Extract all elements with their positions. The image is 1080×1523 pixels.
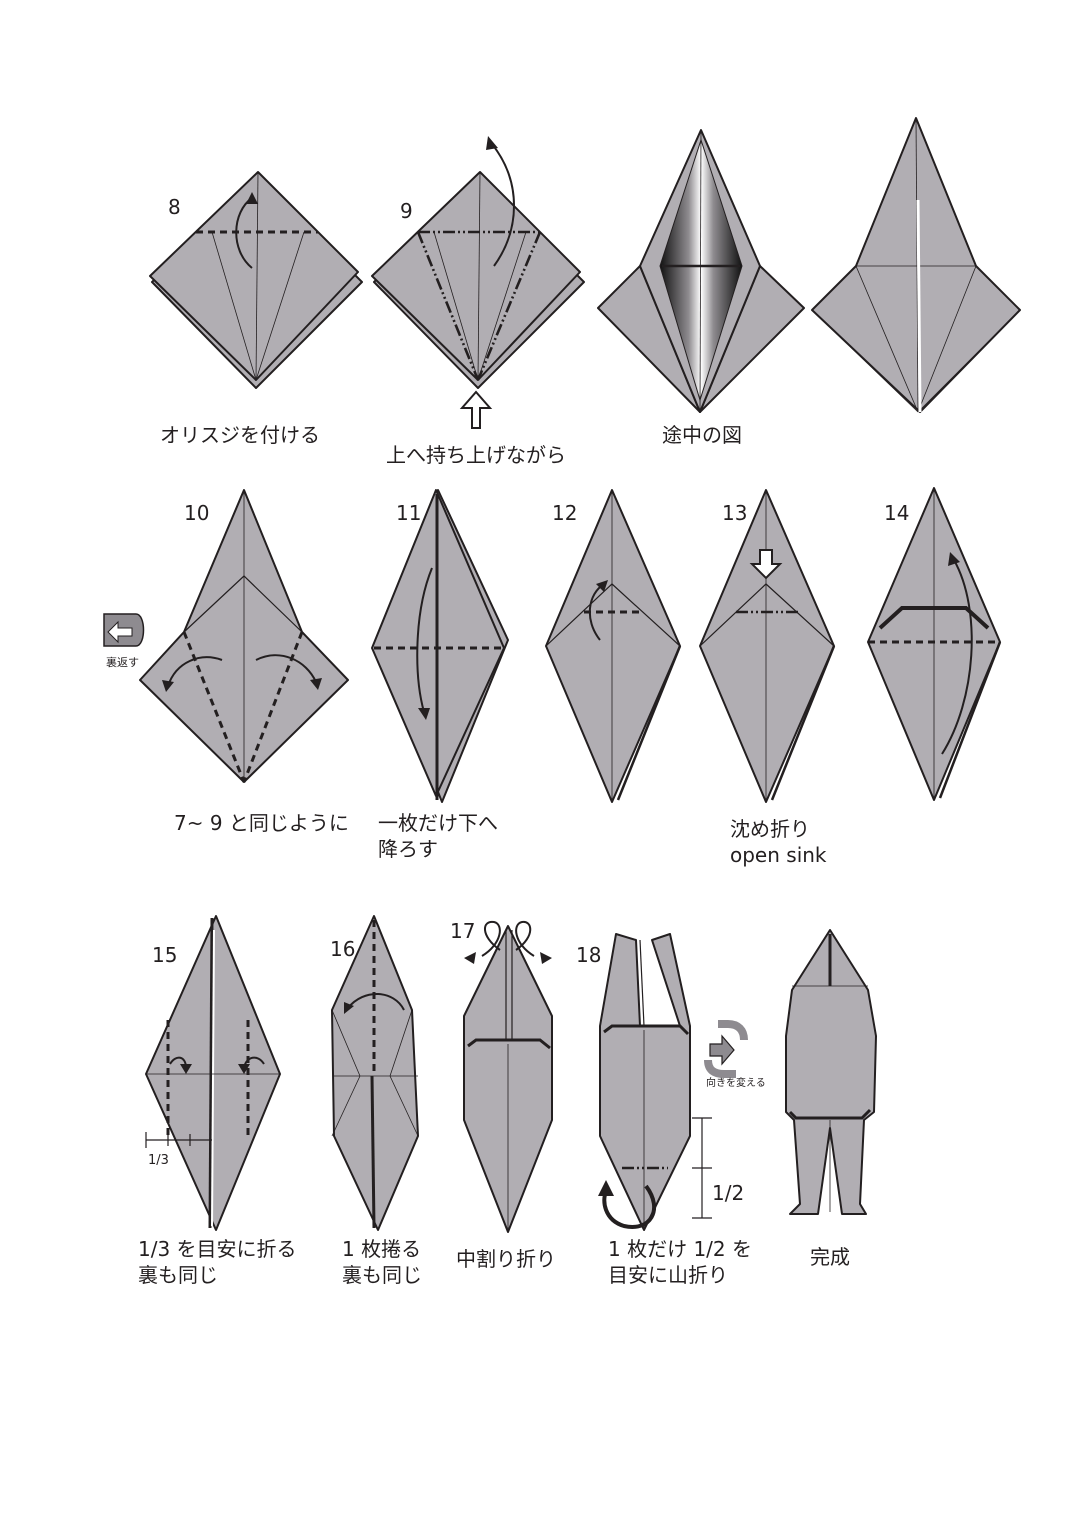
intermediate-caption: 途中の図 [662,423,742,447]
step-9-number: 9 [400,199,413,223]
step-8-caption: オリスジを付ける [160,423,320,447]
step-12-figure [545,489,682,803]
completed-model-figure [785,929,877,1215]
step-18-caption-line2: 目安に山折り [608,1263,728,1287]
step-14-number: 14 [884,501,909,525]
step-8-number: 8 [168,195,181,219]
step-9-caption: 上へ持ち上げながら [386,443,566,467]
step-15-number: 15 [152,943,177,967]
step-13-caption-line2: open sink [730,843,827,867]
step-17-number: 17 [450,919,475,943]
step-15-measure-label: 1/3 [148,1153,169,1168]
turn-over-icon [103,613,145,647]
step-8-figure [149,171,363,389]
step-16-number: 16 [330,937,355,961]
step-18-caption-line1: 1 枚だけ 1/2 を [608,1237,752,1261]
step-15-caption-line2: 裏も同じ [138,1263,218,1287]
step-17-caption: 中割り折り [456,1247,556,1271]
step-13-number: 13 [722,501,747,525]
step-11-number: 11 [396,501,421,525]
step-15-caption-line1: 1/3 を目安に折る [138,1237,297,1261]
step-13-caption-line1: 沈め折り [730,817,810,841]
step-18-measure-label: 1/2 [712,1181,744,1205]
step-9-figure [371,136,585,429]
step-17-figure [463,920,553,1233]
step-9-result-figure [811,117,1021,413]
step-13-figure [699,489,836,803]
step-10-number: 10 [184,501,209,525]
intermediate-figure [597,129,805,413]
turn-over-label: 裏返す [106,655,139,669]
step-11-caption-line2: 降ろす [378,837,438,861]
step-16-figure [331,915,419,1231]
step-12-number: 12 [552,501,577,525]
step-18-number: 18 [576,943,601,967]
completed-caption: 完成 [810,1245,850,1269]
rotate-label: 向きを変える [706,1076,766,1089]
rotate-icon [704,1020,748,1078]
step-15-figure [145,915,281,1231]
step-10-caption: 7~ 9 と同じように [174,811,349,835]
step-16-caption-line1: 1 枚捲る [342,1237,421,1261]
step-11-figure [371,489,509,803]
step-16-caption-line2: 裏も同じ [342,1263,422,1287]
step-14-figure [867,487,1002,801]
step-11-caption-line1: 一枚だけ下へ [378,811,498,835]
step-18-figure [598,933,712,1231]
step-10-figure [139,489,349,783]
